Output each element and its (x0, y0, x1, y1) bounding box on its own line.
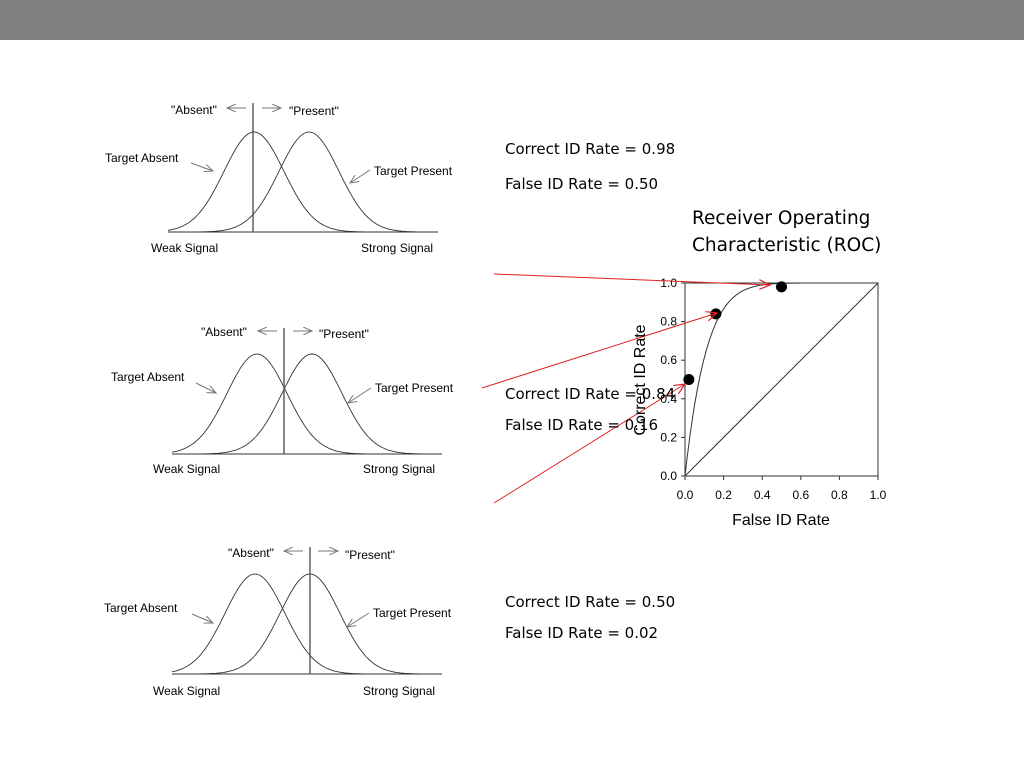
target-absent-label: Target Absent (111, 370, 185, 384)
chance-diagonal (684, 282, 879, 477)
weak-signal-label: Weak Signal (153, 462, 220, 476)
target-absent-curve (171, 353, 442, 455)
roc-title-line2: Characteristic (ROC) (692, 235, 881, 256)
target-present-label: Target Present (375, 381, 454, 395)
present-label: "Present" (345, 548, 395, 562)
absent-label: "Absent" (201, 325, 247, 339)
sdt-panel-2: "Absent" "Present" Target Absent Target … (111, 325, 454, 476)
roc-y-axis-label: Correct ID Rate (632, 324, 649, 435)
x-tick-label: 0.2 (715, 488, 732, 502)
target-absent-pointer (191, 613, 213, 623)
weak-signal-label: Weak Signal (153, 684, 220, 698)
x-tick-label: 0.4 (754, 488, 771, 502)
sdt-panel-3: "Absent" "Present" Target Absent Target … (104, 546, 452, 698)
strong-signal-label: Strong Signal (361, 241, 433, 255)
roc-chart: Receiver Operating Characteristic (ROC) … (660, 208, 886, 529)
target-absent-pointer (195, 382, 216, 393)
false-id-rate-3: False ID Rate = 0.02 (505, 624, 658, 642)
roc-x-axis-label: False ID Rate (732, 512, 830, 529)
target-absent-curve (167, 131, 438, 233)
present-label: "Present" (319, 327, 369, 341)
present-label: "Present" (289, 104, 339, 118)
target-present-pointer (350, 169, 371, 183)
absent-label: "Absent" (171, 103, 217, 117)
weak-signal-label: Weak Signal (151, 241, 218, 255)
target-present-label: Target Present (374, 164, 453, 178)
x-tick-label: 1.0 (870, 488, 887, 502)
target-absent-curve (171, 573, 442, 675)
y-tick-label: 0.4 (660, 392, 677, 406)
target-absent-label: Target Absent (104, 601, 178, 615)
strong-signal-label: Strong Signal (363, 684, 435, 698)
x-tick-label: 0.0 (677, 488, 694, 502)
red-arrow-2 (481, 313, 717, 389)
y-tick-label: 0.2 (660, 430, 677, 444)
target-present-pointer (347, 612, 370, 627)
y-tick-label: 0.6 (660, 353, 677, 367)
correct-id-rate-1: Correct ID Rate = 0.98 (505, 140, 675, 158)
false-id-rate-2: False ID Rate = 0.16 (505, 416, 658, 434)
red-arrow-3 (493, 384, 685, 504)
target-present-label: Target Present (373, 606, 452, 620)
false-id-rate-1: False ID Rate = 0.50 (505, 175, 658, 193)
correct-id-rate-3: Correct ID Rate = 0.50 (505, 593, 675, 611)
target-absent-label: Target Absent (105, 151, 179, 165)
x-tick-label: 0.6 (792, 488, 809, 502)
red-arrow-1 (493, 273, 770, 285)
roc-ticks: 0.00.0 0.2 0.2 0.4 0.4 0.6 0.6 0.8 0.8 1.0 1.0 (660, 276, 886, 502)
roc-points (683, 281, 787, 385)
correct-id-rate-2: Correct ID Rate = 0.84 (505, 385, 675, 403)
target-present-pointer (348, 387, 372, 403)
x-tick-label: 0.8 (831, 488, 848, 502)
strong-signal-label: Strong Signal (363, 462, 435, 476)
target-absent-pointer (190, 162, 213, 171)
y-tick-label: 0.8 (660, 315, 677, 329)
y-tick-label: 1.0 (660, 276, 677, 290)
target-present-curve (172, 573, 442, 675)
target-present-curve (172, 353, 442, 455)
y-tick-label: 0.0 (660, 469, 677, 483)
roc-title-line1: Receiver Operating (692, 208, 870, 229)
absent-label: "Absent" (228, 546, 274, 560)
top-banner (0, 0, 1024, 40)
sdt-panel-1: "Absent" "Present" Target Absent Target … (105, 103, 453, 255)
roc-point (776, 281, 787, 293)
roc-point (683, 374, 695, 385)
target-present-curve (168, 131, 438, 233)
